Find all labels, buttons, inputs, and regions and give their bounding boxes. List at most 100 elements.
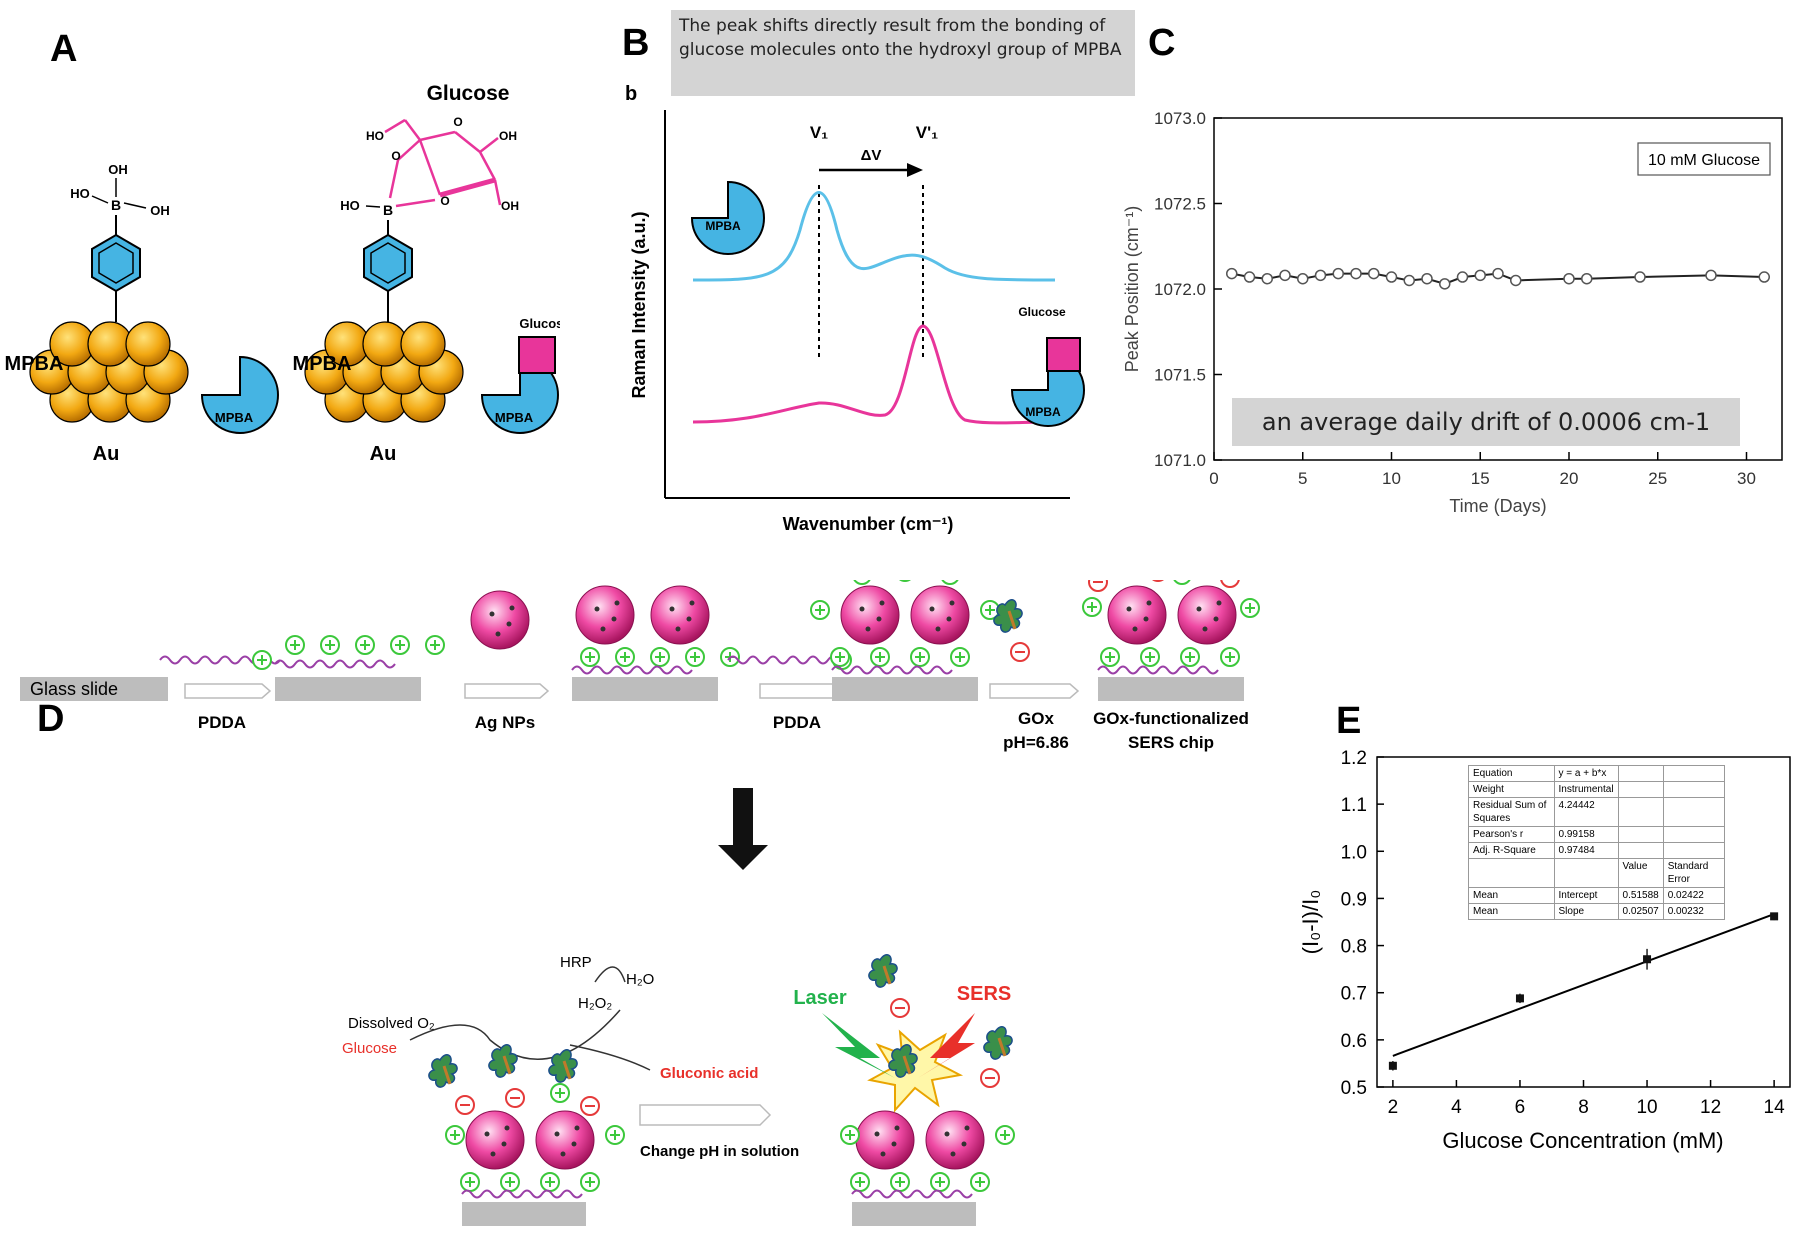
glucose-title: Glucose <box>427 82 510 105</box>
chip-before-reaction <box>462 1202 586 1226</box>
data-point <box>1403 274 1415 287</box>
data-point <box>1705 269 1717 282</box>
panel-e-xlabel: Glucose Concentration (mM) <box>1442 1128 1723 1153</box>
svg-text:HRP: HRP <box>560 954 592 971</box>
fit-table-cell <box>1662 765 1726 782</box>
y-tick-label: 1072.5 <box>1154 195 1206 214</box>
fit-table-cell: 0.51588 <box>1617 887 1664 904</box>
step-arrow <box>184 683 272 699</box>
data-point <box>1297 272 1309 285</box>
fit-table-cell: 0.99158 <box>1553 826 1619 843</box>
panel-d-sers-chip-schematic: Glass slide PDDA Ag NPs PDDA GOx pH=6.86… <box>20 580 1260 1226</box>
data-point <box>1368 267 1380 280</box>
x-tick-label: 12 <box>1700 1097 1721 1118</box>
svg-text:OH: OH <box>108 162 128 177</box>
slide-agnps <box>572 677 718 701</box>
data-point <box>1758 271 1770 283</box>
svg-text:OH: OH <box>150 203 170 218</box>
svg-text:GOx-functionalized: GOx-functionalized <box>1093 709 1249 728</box>
y-tick-label: 1.1 <box>1341 795 1367 816</box>
svg-text:MPBA: MPBA <box>705 219 741 233</box>
x-tick-label: 6 <box>1515 1097 1526 1118</box>
fit-table-cell: Adj. R-Square <box>1468 842 1555 859</box>
svg-text:HO: HO <box>340 198 360 213</box>
svg-text:V'₁: V'₁ <box>916 123 938 142</box>
svg-text:ΔV: ΔV <box>861 147 882 164</box>
panel-e-ylabel: (I₀-I)/I₀ <box>1298 890 1323 955</box>
svg-text:PDDA: PDDA <box>198 713 246 732</box>
slide-pdda <box>275 677 421 701</box>
mpba-label-left: MPBA <box>5 353 64 375</box>
svg-text:SERS chip: SERS chip <box>1128 733 1214 752</box>
glass-slide <box>20 677 168 701</box>
data-point <box>1492 267 1504 280</box>
data-point <box>1563 272 1575 285</box>
svg-text:B: B <box>383 202 393 218</box>
svg-text:Glucose: Glucose <box>342 1040 397 1057</box>
panel-b-ylabel: Raman Intensity (a.u.) <box>629 211 649 398</box>
fit-table-cell <box>1617 765 1664 782</box>
svg-text:PDDA: PDDA <box>773 713 821 732</box>
data-point <box>1226 267 1238 280</box>
y-tick-label: 0.6 <box>1341 1031 1367 1052</box>
y-tick-label: 0.9 <box>1341 889 1367 910</box>
x-tick-label: 10 <box>1636 1097 1657 1118</box>
gold-cluster-left <box>29 321 189 423</box>
x-tick-label: 20 <box>1560 469 1579 488</box>
fit-table-cell: Instrumental <box>1553 781 1619 798</box>
data-point <box>1388 1061 1397 1070</box>
x-tick-label: 25 <box>1648 469 1667 488</box>
fit-table-cell <box>1468 858 1555 888</box>
slide-pdda-agnps <box>832 677 978 701</box>
fit-table-cell <box>1662 797 1726 827</box>
panel-c-legend <box>1637 142 1771 176</box>
fit-table-cell <box>1617 797 1664 827</box>
panel-c-xlabel: Time (Days) <box>1449 496 1546 516</box>
data-point <box>1421 272 1433 285</box>
fit-table-cell: 0.00232 <box>1662 903 1726 920</box>
fit-table-cell: Pearson's r <box>1468 826 1555 843</box>
panel-b-raman-schematic: b Raman Intensity (a.u.) Wavenumber (cm⁻… <box>625 83 1085 534</box>
fit-table-cell <box>1553 858 1619 888</box>
svg-text:MPBA: MPBA <box>1025 405 1061 419</box>
fit-table-cell: Mean <box>1468 903 1555 920</box>
data-point <box>1581 272 1593 285</box>
data-point <box>1314 269 1327 282</box>
panel-a-mpba-diagram: Au B OH HO OH MPBA MPBA Au B HO <box>5 82 560 465</box>
data-point <box>1439 278 1451 290</box>
svg-text:V₁: V₁ <box>810 123 828 142</box>
svg-text:O: O <box>391 149 400 163</box>
drift-series-line <box>1231 272 1765 285</box>
data-point <box>1510 274 1522 287</box>
mpba-badge-icon <box>200 355 279 434</box>
fit-table-cell: Weight <box>1468 781 1555 798</box>
svg-text:OH: OH <box>501 199 519 213</box>
x-tick-label: 15 <box>1471 469 1490 488</box>
data-point <box>1515 994 1524 1003</box>
svg-text:OH: OH <box>499 129 517 143</box>
panel-b-note: The peak shifts directly result from the… <box>671 10 1135 96</box>
y-tick-label: 0.8 <box>1341 937 1367 958</box>
svg-text:pH=6.86: pH=6.86 <box>1003 733 1069 752</box>
svg-text:MPBA: MPBA <box>215 410 254 425</box>
x-tick-label: 30 <box>1737 469 1756 488</box>
fit-table-cell <box>1662 781 1726 798</box>
fit-table-cell <box>1662 826 1726 843</box>
panel-e-label: E <box>1336 700 1362 742</box>
x-tick-label: 0 <box>1209 469 1218 488</box>
svg-text:Change pH in solution: Change pH in solution <box>640 1143 799 1160</box>
fit-table-cell: Intercept <box>1553 887 1619 904</box>
x-tick-label: 14 <box>1764 1097 1786 1118</box>
fit-table-cell: 0.02422 <box>1662 887 1726 904</box>
svg-text:Gluconic acid: Gluconic acid <box>660 1065 758 1082</box>
data-point <box>1634 271 1646 283</box>
fit-table-cell: 4.24442 <box>1553 797 1619 827</box>
svg-text:b: b <box>625 83 637 105</box>
panel-c-ylabel: Peak Position (cm⁻¹) <box>1122 206 1142 373</box>
gold-cluster-right <box>304 321 464 423</box>
mpba-label-right: MPBA <box>293 353 352 375</box>
